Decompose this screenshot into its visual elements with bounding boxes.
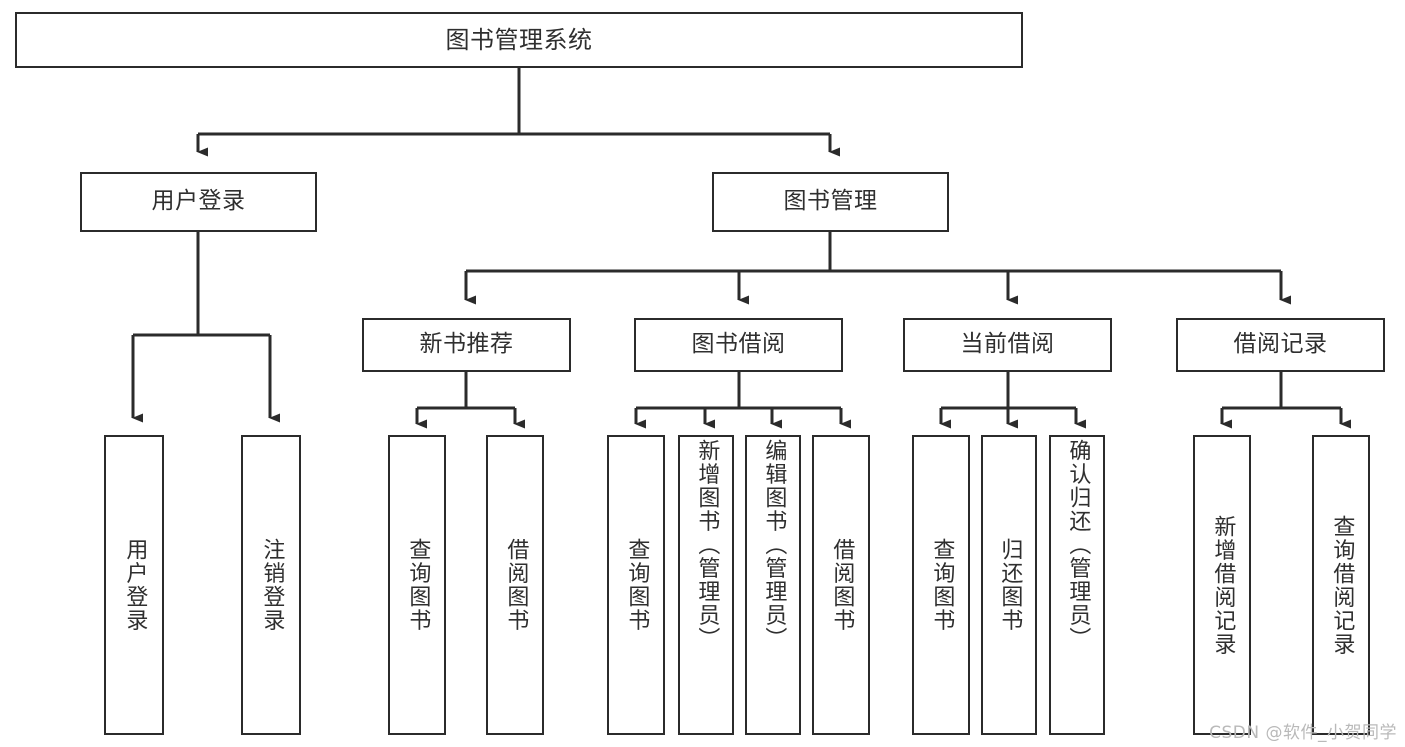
leaf-inner: 新增借阅记录 [1195,437,1249,733]
leaf-inner: 借阅图书 [488,437,542,733]
leaf-label: 编辑图书（管理员） [761,439,787,651]
leaf-label: 查询借阅记录 [1329,514,1355,656]
node-book-management[interactable]: 图书管理 [712,172,949,232]
leaf-bb-borrow-book[interactable]: 借阅图书 [812,435,870,735]
leaf-user-login[interactable]: 用户登录 [104,435,164,735]
leaf-inner: 编辑图书（管理员） [747,437,799,735]
leaf-br-query-record[interactable]: 查询借阅记录 [1312,435,1370,735]
leaf-inner: 确认归还（管理员） [1051,437,1103,735]
leaf-label: 用户登录 [122,538,148,632]
node-borrow-record[interactable]: 借阅记录 [1176,318,1385,372]
leaf-bb-query-book[interactable]: 查询图书 [607,435,665,735]
node-label: 新书推荐 [419,331,514,358]
leaf-label: 归还图书 [997,538,1023,632]
leaf-inner: 新增图书（管理员） [680,437,732,735]
leaf-inner: 归还图书 [983,437,1035,733]
leaf-inner: 查询图书 [609,437,663,733]
leaf-label: 借阅图书 [503,538,529,632]
watermark-text: CSDN @软件_小贺同学 [1209,723,1397,743]
node-user-login[interactable]: 用户登录 [80,172,317,232]
leaf-cb-query-book[interactable]: 查询图书 [912,435,970,735]
leaf-label: 新增借阅记录 [1210,514,1236,656]
leaf-inner: 用户登录 [106,437,162,733]
leaf-bb-edit-book-admin[interactable]: 编辑图书（管理员） [745,435,801,735]
leaf-label: 借阅图书 [829,538,855,632]
leaf-inner: 查询借阅记录 [1314,437,1368,733]
leaf-inner: 借阅图书 [814,437,868,733]
node-root-book-management-system[interactable]: 图书管理系统 [15,12,1023,68]
leaf-nb-query-book[interactable]: 查询图书 [388,435,446,735]
leaf-cb-confirm-return-admin[interactable]: 确认归还（管理员） [1049,435,1105,735]
leaf-inner: 查询图书 [914,437,968,733]
leaf-logout[interactable]: 注销登录 [241,435,301,735]
node-new-book-recommend[interactable]: 新书推荐 [362,318,571,372]
node-label: 借阅记录 [1233,331,1328,358]
leaf-br-add-record[interactable]: 新增借阅记录 [1193,435,1251,735]
node-book-borrow[interactable]: 图书借阅 [634,318,843,372]
node-current-borrow[interactable]: 当前借阅 [903,318,1112,372]
leaf-label: 查询图书 [929,538,955,632]
leaf-bb-add-book-admin[interactable]: 新增图书（管理员） [678,435,734,735]
node-label: 图书管理系统 [445,25,593,54]
leaf-inner: 查询图书 [390,437,444,733]
leaf-nb-borrow-book[interactable]: 借阅图书 [486,435,544,735]
node-label: 当前借阅 [960,331,1055,358]
node-label: 图书借阅 [691,331,786,358]
leaf-label: 查询图书 [624,538,650,632]
leaf-label: 注销登录 [259,538,285,632]
leaf-label: 确认归还（管理员） [1065,439,1091,651]
leaf-cb-return-book[interactable]: 归还图书 [981,435,1037,735]
node-label: 图书管理 [783,188,878,215]
leaf-label: 新增图书（管理员） [694,439,720,651]
node-label: 用户登录 [151,188,246,215]
leaf-label: 查询图书 [405,538,431,632]
leaf-inner: 注销登录 [243,437,299,733]
